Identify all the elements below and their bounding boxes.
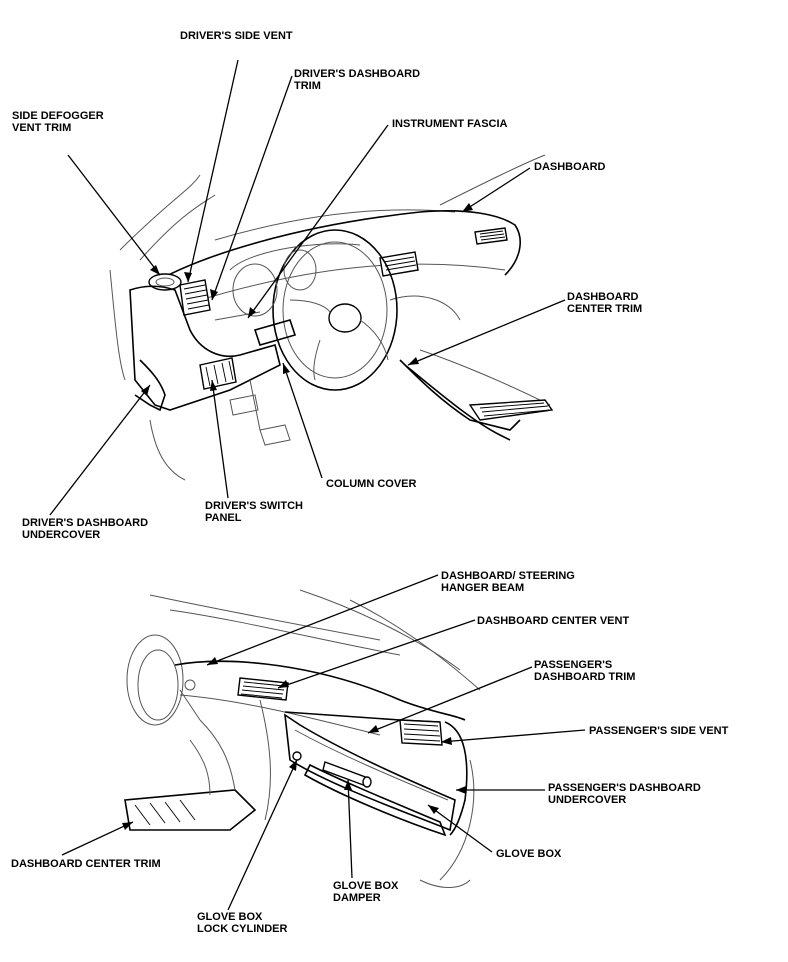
label-dashboard-center-trim-bottom: DASHBOARD CENTER TRIM: [11, 858, 161, 870]
label-passengers-dashboard-undercover: PASSENGER'S DASHBOARD UNDERCOVER: [548, 782, 704, 806]
passenger-side-illustration: [124, 589, 481, 888]
label-glove-box-damper: GLOVE BOX DAMPER: [333, 880, 401, 904]
label-side-defogger-vent-trim: SIDE DEFOGGER VENT TRIM: [12, 110, 107, 134]
label-drivers-side-vent: DRIVER'S SIDE VENT: [180, 30, 293, 42]
label-drivers-switch-panel: DRIVER'S SWITCH PANEL: [205, 500, 306, 524]
label-passengers-dashboard-trim: PASSENGER'S DASHBOARD TRIM: [534, 659, 635, 683]
label-drivers-dashboard-trim: DRIVER'S DASHBOARD TRIM: [294, 68, 423, 92]
driver-side-illustration: [109, 154, 554, 481]
label-passengers-side-vent: PASSENGER'S SIDE VENT: [589, 725, 729, 737]
label-dashboard-center-trim-top: DASHBOARD CENTER TRIM: [567, 291, 642, 315]
labels: DRIVER'S SIDE VENT DRIVER'S DASHBOARD TR…: [11, 30, 729, 935]
label-drivers-dashboard-undercover: DRIVER'S DASHBOARD UNDERCOVER: [22, 517, 151, 541]
leader-lines: [49, 59, 586, 911]
label-glove-box: GLOVE BOX: [496, 848, 562, 860]
label-glove-box-lock-cylinder: GLOVE BOX LOCK CYLINDER: [197, 911, 288, 935]
label-column-cover: COLUMN COVER: [326, 478, 417, 490]
label-dashboard-center-vent: DASHBOARD CENTER VENT: [477, 615, 629, 627]
label-instrument-fascia: INSTRUMENT FASCIA: [392, 118, 508, 130]
label-dashboard: DASHBOARD: [534, 161, 606, 173]
label-dashboard-steering-hanger-beam: DASHBOARD/ STEERING HANGER BEAM: [441, 570, 578, 594]
